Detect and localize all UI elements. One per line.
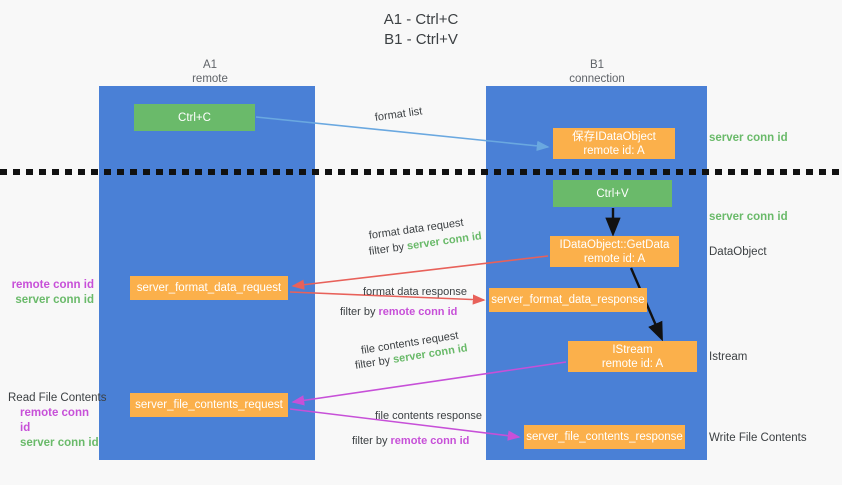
box-server-file-contents-response-label: server_file_contents_response xyxy=(526,431,683,443)
edge-label-file-contents-response-text: file contents response xyxy=(375,410,483,422)
filter-prefix: filter by xyxy=(354,353,395,372)
box-server-file-contents-request-label: server_file_contents_request xyxy=(135,399,283,411)
filter-prefix: filter by xyxy=(340,306,379,318)
box-istream-line2: remote id: A xyxy=(601,357,664,370)
box-server-file-contents-response[interactable]: server_file_contents_response xyxy=(524,425,685,449)
box-getdata-line2: remote id: A xyxy=(583,252,646,265)
box-server-file-contents-request[interactable]: server_file_contents_request xyxy=(130,393,288,417)
page-title: A1 - Ctrl+C B1 - Ctrl+V xyxy=(0,10,842,50)
box-getdata-line1: IDataObject::GetData xyxy=(559,238,670,251)
filter-value-remote-conn-id: remote conn id xyxy=(390,435,470,447)
note-istream: Istream xyxy=(709,351,748,363)
filter-prefix: filter by xyxy=(368,240,408,258)
box-server-format-data-response[interactable]: server_format_data_response xyxy=(489,288,647,312)
box-ctrl-v[interactable]: Ctrl+V xyxy=(553,180,672,207)
box-idataobject-getdata[interactable]: IDataObject::GetData remote id: A xyxy=(550,236,679,267)
edge-filter-file-contents-response: filter by remote conn id xyxy=(352,434,469,448)
box-save-idataobject-line2: remote id: A xyxy=(583,144,645,157)
note-remote-conn-id-1: remote conn id xyxy=(11,279,94,291)
lane-a1-name: A1 xyxy=(202,59,218,71)
box-ctrl-c-label: Ctrl+C xyxy=(178,111,211,124)
box-save-idataobject[interactable]: 保存IDataObject remote id: A xyxy=(553,128,675,159)
box-ctrl-c[interactable]: Ctrl+C xyxy=(134,104,255,131)
note-write-file-contents: Write File Contents xyxy=(709,432,807,444)
box-server-format-data-response-label: server_format_data_response xyxy=(491,294,645,306)
edge-label-file-contents-response: file contents response xyxy=(375,409,482,423)
lane-header-b1: B1 connection xyxy=(487,58,707,86)
edge-label-format-data-response-text: format data response xyxy=(363,286,467,298)
title-line-2: B1 - Ctrl+V xyxy=(384,31,458,48)
edge-label-format-data-response: format data response xyxy=(363,285,467,299)
phase-divider xyxy=(0,169,842,175)
note-server-conn-id-top: server conn id xyxy=(709,132,788,144)
filter-value-remote-conn-id: remote conn id xyxy=(378,306,458,318)
title-line-1: A1 - Ctrl+C xyxy=(383,11,459,28)
note-server-conn-id-2: server conn id xyxy=(20,437,99,449)
box-server-format-data-request[interactable]: server_format_data_request xyxy=(130,276,288,300)
lane-a1-role: remote xyxy=(192,73,228,85)
lane-b1-role: connection xyxy=(569,73,625,85)
note-server-conn-id-mid: server conn id xyxy=(709,211,788,223)
note-conn-ids-middle: remote conn id server conn id xyxy=(8,278,94,308)
box-server-format-data-request-label: server_format_data_request xyxy=(136,282,282,294)
note-read-file-contents: Read File Contents xyxy=(8,392,107,404)
edge-label-format-list: format list xyxy=(374,104,423,125)
note-remote-conn-id-2: remote conn id xyxy=(20,407,90,434)
box-save-idataobject-line1: 保存IDataObject xyxy=(572,130,656,143)
box-istream-line1: IStream xyxy=(612,343,653,356)
box-ctrl-v-label: Ctrl+V xyxy=(596,187,629,200)
edge-label-format-list-text: format list xyxy=(374,105,424,124)
lane-header-a1: A1 remote xyxy=(105,58,315,86)
lane-b1-name: B1 xyxy=(589,59,605,71)
note-dataobject: DataObject xyxy=(709,246,767,258)
box-istream[interactable]: IStream remote id: A xyxy=(568,341,697,372)
filter-prefix: filter by xyxy=(352,435,391,447)
note-read-file-contents-group: Read File Contents remote conn id server… xyxy=(8,391,107,451)
note-server-conn-id-1: server conn id xyxy=(15,294,94,306)
edge-filter-format-data-response: filter by remote conn id xyxy=(340,305,457,319)
